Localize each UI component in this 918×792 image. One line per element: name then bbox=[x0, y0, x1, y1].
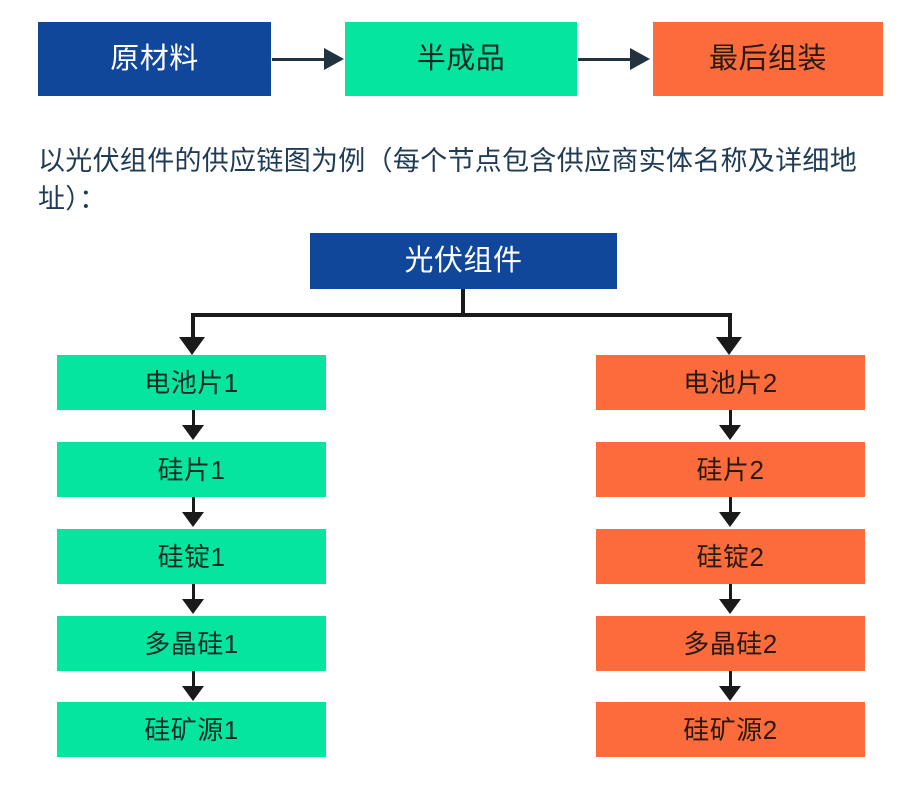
right-connector-2 bbox=[729, 497, 732, 514]
tree-right-drop-line bbox=[728, 313, 732, 339]
tree-node-label: 硅锭2 bbox=[696, 541, 765, 572]
left-connector-2 bbox=[192, 497, 195, 514]
right-connector-4 bbox=[729, 671, 732, 688]
left-connector-4-arrow-icon bbox=[182, 686, 204, 701]
right-connector-4-arrow-icon bbox=[719, 686, 741, 701]
left-connector-1-arrow-icon bbox=[182, 425, 204, 440]
tree-node-label: 多晶硅1 bbox=[144, 628, 239, 659]
right-connector-2-arrow-icon bbox=[719, 512, 741, 527]
tree-node-ingot-1: 硅锭1 bbox=[57, 529, 326, 584]
tree-node-silica-source-1: 硅矿源1 bbox=[57, 702, 326, 757]
tree-node-label: 硅矿源1 bbox=[144, 714, 239, 745]
tree-node-label: 硅矿源2 bbox=[683, 714, 778, 745]
tree-node-label: 硅锭1 bbox=[157, 541, 226, 572]
tree-node-wafer-1: 硅片1 bbox=[57, 442, 326, 497]
right-connector-3 bbox=[729, 584, 732, 601]
tree-node-label: 电池片1 bbox=[144, 367, 239, 398]
flow-node-raw-material: 原材料 bbox=[38, 22, 271, 96]
flow-node-label: 原材料 bbox=[110, 42, 199, 75]
tree-node-label: 硅片2 bbox=[696, 454, 765, 485]
left-connector-4 bbox=[192, 671, 195, 688]
left-connector-3-arrow-icon bbox=[182, 599, 204, 614]
left-connector-3 bbox=[192, 584, 195, 601]
tree-node-ingot-2: 硅锭2 bbox=[596, 529, 865, 584]
right-connector-3-arrow-icon bbox=[719, 599, 741, 614]
left-connector-1 bbox=[192, 410, 195, 427]
flow-node-semi-finished: 半成品 bbox=[345, 22, 577, 96]
flow-node-final-assembly: 最后组装 bbox=[653, 22, 883, 96]
flow-node-label: 半成品 bbox=[416, 42, 506, 75]
right-connector-1-arrow-icon bbox=[719, 425, 741, 440]
tree-node-cell-2: 电池片2 bbox=[596, 355, 865, 410]
tree-node-polysilicon-2: 多晶硅2 bbox=[596, 616, 865, 671]
left-connector-2-arrow-icon bbox=[182, 512, 204, 527]
tree-branch-bar bbox=[191, 313, 732, 317]
flow-arrow-1-head-icon bbox=[324, 48, 344, 70]
tree-node-label: 多晶硅2 bbox=[683, 628, 778, 659]
description-paragraph: 以光伏组件的供应链图为例（每个节点包含供应商实体名称及详细地址）： bbox=[38, 146, 857, 215]
tree-root-stem bbox=[461, 289, 465, 317]
tree-left-drop-arrow-icon bbox=[179, 337, 205, 355]
flow-arrow-1-line bbox=[272, 58, 328, 61]
tree-node-label: 硅片1 bbox=[157, 454, 226, 485]
tree-root-node-pv-module: 光伏组件 bbox=[310, 233, 617, 289]
tree-node-cell-1: 电池片1 bbox=[57, 355, 326, 410]
tree-root-label: 光伏组件 bbox=[404, 244, 523, 277]
tree-node-label: 电池片2 bbox=[683, 367, 778, 398]
tree-node-silica-source-2: 硅矿源2 bbox=[596, 702, 865, 757]
flow-node-label: 最后组装 bbox=[708, 42, 827, 75]
tree-right-drop-arrow-icon bbox=[716, 337, 742, 355]
right-connector-1 bbox=[729, 410, 732, 427]
tree-left-drop-line bbox=[191, 313, 195, 339]
flow-arrow-2-line bbox=[578, 58, 634, 61]
tree-node-wafer-2: 硅片2 bbox=[596, 442, 865, 497]
tree-node-polysilicon-1: 多晶硅1 bbox=[57, 616, 326, 671]
flow-arrow-2-head-icon bbox=[630, 48, 650, 70]
